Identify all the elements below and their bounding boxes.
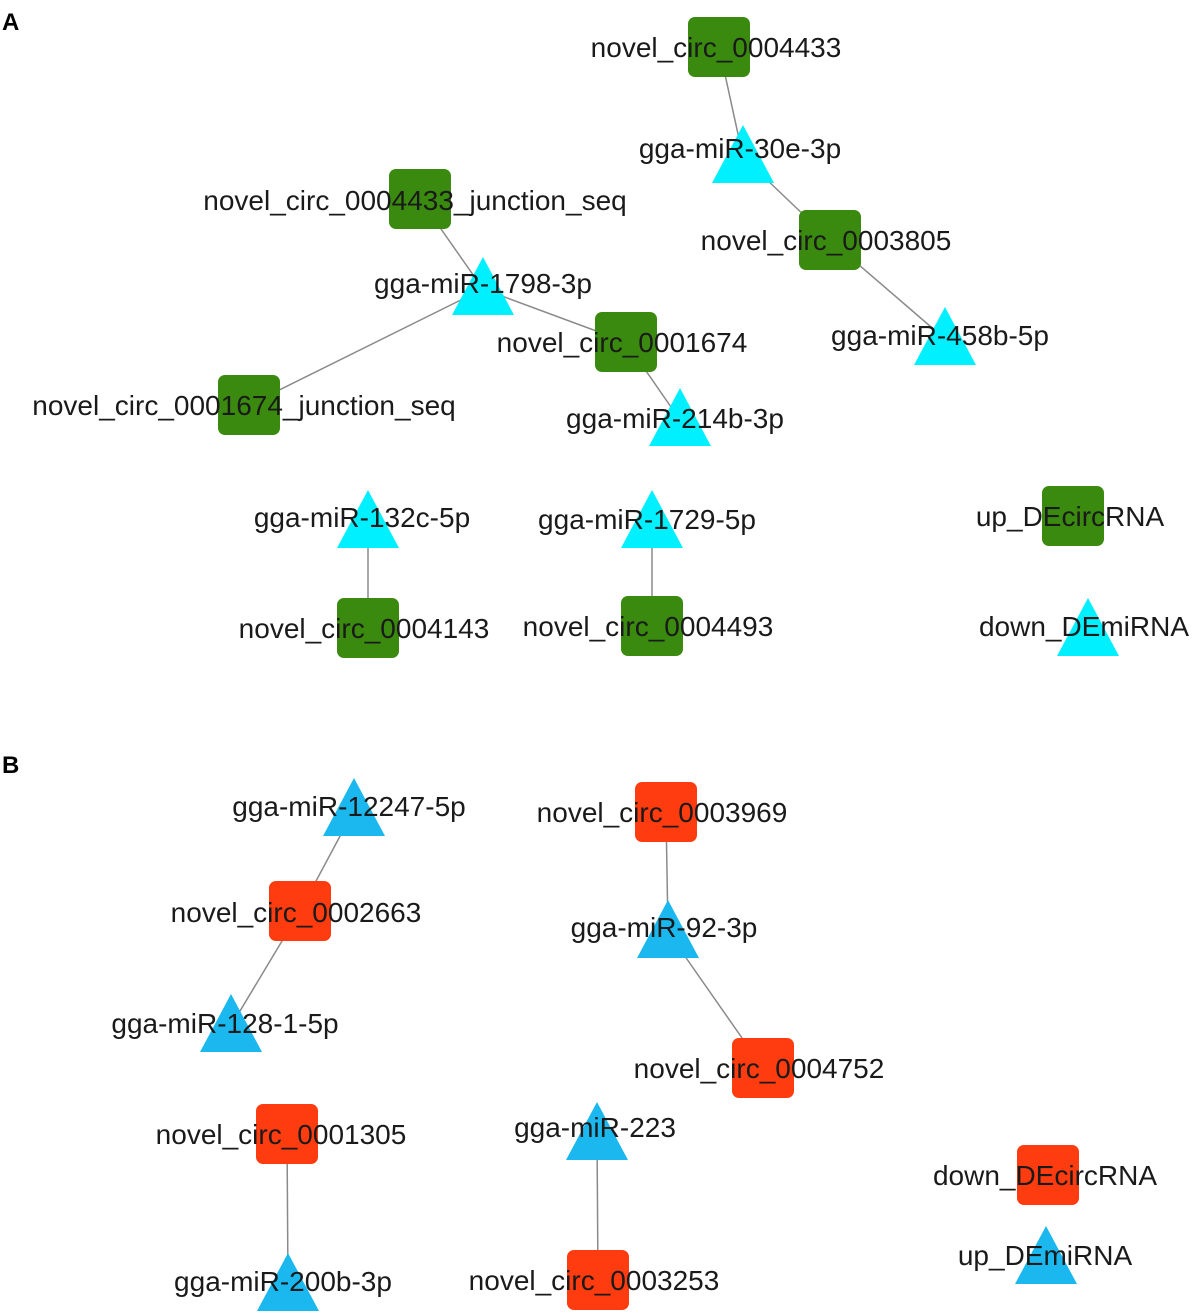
- circrna-square-node-c1674j: [218, 375, 280, 435]
- node-label-c4433j: novel_circ_0004433_junction_seq: [203, 185, 626, 216]
- node-label-m1729: gga-miR-1729-5p: [538, 504, 756, 535]
- node-label-m128: gga-miR-128-1-5p: [111, 1008, 338, 1039]
- node-label-m132c: gga-miR-132c-5p: [254, 502, 470, 533]
- circrna-square-node-c2663: [269, 881, 331, 941]
- mirna-triangle-node-m1729: [621, 490, 683, 548]
- legend-label-legB1: down_DEcircRNA: [933, 1160, 1157, 1191]
- legend-circrna-square-node-legA1: [1042, 486, 1104, 546]
- legend-circrna-square-node-legB1: [1017, 1145, 1079, 1205]
- mirna-triangle-node-m128: [200, 994, 262, 1052]
- mirna-triangle-node-m1798: [452, 257, 514, 315]
- labels-layer: novel_circ_0004433 gga-miR-30e-3p novel_ci…: [32, 32, 1189, 1297]
- edge-m1798-c1674j: [248, 288, 484, 406]
- mirna-triangle-node-m92: [637, 900, 699, 958]
- mirna-triangle-node-m223: [566, 1102, 628, 1160]
- mirna-triangle-node-m132c: [337, 490, 399, 548]
- legend-mirna-triangle-node-legB2: [1015, 1226, 1077, 1284]
- panel-b-label: B: [2, 752, 19, 779]
- node-label-m1798: gga-miR-1798-3p: [374, 268, 592, 299]
- node-label-c4493: novel_circ_0004493: [523, 611, 774, 642]
- node-label-c2663: novel_circ_0002663: [171, 897, 422, 928]
- circrna-square-node-c4433: [688, 17, 750, 77]
- node-label-c4752: novel_circ_0004752: [634, 1053, 885, 1084]
- node-label-c4143: novel_circ_0004143: [239, 613, 490, 644]
- circrna-square-node-c4143: [337, 598, 399, 658]
- legend-label-legA2: down_DEmiRNA: [979, 611, 1189, 642]
- node-label-m30e: gga-miR-30e-3p: [639, 133, 841, 164]
- panel-a-label: A: [2, 9, 19, 36]
- node-label-c3253: novel_circ_0003253: [469, 1265, 720, 1296]
- circrna-square-node-c4752: [732, 1038, 794, 1098]
- circrna-square-node-c3969: [635, 782, 697, 842]
- circrna-square-node-c1674: [595, 312, 657, 372]
- node-label-c1674: novel_circ_0001674: [497, 327, 748, 358]
- nodes-layer: [200, 17, 1119, 1311]
- node-label-c3805: novel_circ_0003805: [701, 225, 952, 256]
- legend-label-legA1: up_DEcircRNA: [976, 501, 1165, 532]
- circrna-square-node-c1305: [256, 1104, 318, 1164]
- node-label-c1305: novel_circ_0001305: [156, 1119, 407, 1150]
- node-label-c1674j: novel_circ_0001674_junction_seq: [32, 390, 455, 421]
- circrna-square-node-c4493: [621, 596, 683, 656]
- legend-label-legB2: up_DEmiRNA: [958, 1240, 1133, 1271]
- mirna-triangle-node-m12247: [323, 778, 385, 836]
- circrna-square-node-c3805: [799, 210, 861, 270]
- node-label-m12247: gga-miR-12247-5p: [232, 791, 465, 822]
- mirna-triangle-node-m200b: [257, 1253, 319, 1311]
- node-label-m200b: gga-miR-200b-3p: [174, 1266, 392, 1297]
- node-label-m214b: gga-miR-214b-3p: [566, 403, 784, 434]
- node-label-m223: gga-miR-223: [514, 1112, 676, 1143]
- node-label-c3969: novel_circ_0003969: [537, 797, 788, 828]
- mirna-triangle-node-m30e: [712, 125, 774, 183]
- node-label-m458b: gga-miR-458b-5p: [831, 320, 1049, 351]
- node-label-c4433: novel_circ_0004433: [591, 32, 842, 63]
- node-label-m92: gga-miR-92-3p: [571, 912, 758, 943]
- legend-mirna-triangle-node-legA2: [1057, 598, 1119, 656]
- mirna-triangle-node-m214b: [649, 388, 711, 446]
- circrna-square-node-c3253: [567, 1250, 629, 1310]
- mirna-triangle-node-m458b: [914, 307, 976, 365]
- circrna-square-node-c4433j: [389, 169, 451, 229]
